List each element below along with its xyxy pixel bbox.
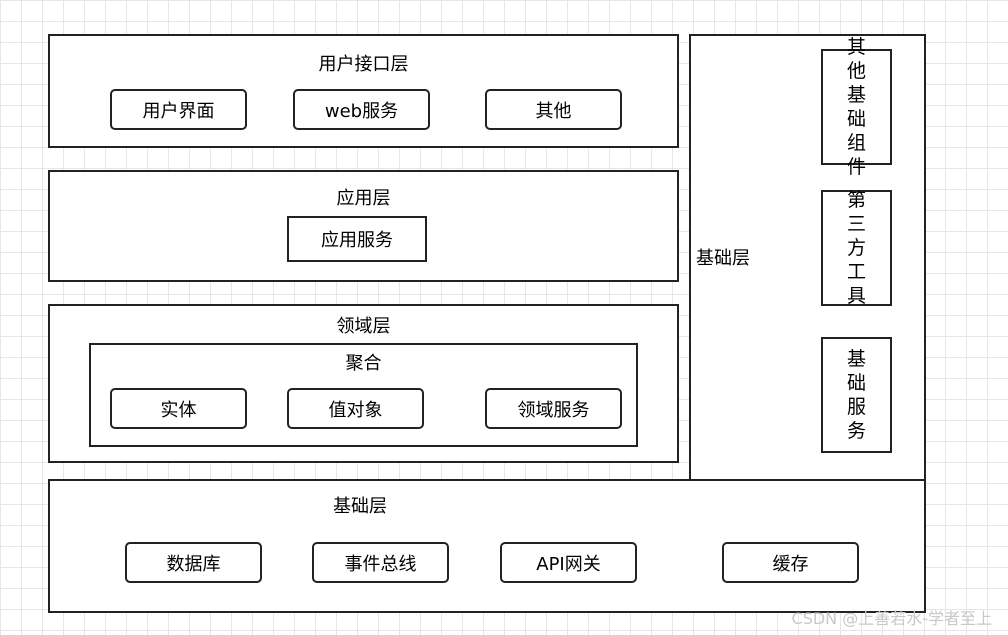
infra-item-basic-services-label: 基础服务 bbox=[846, 348, 866, 442]
infra-item-cache[interactable]: 缓存 bbox=[722, 542, 859, 583]
domain-item-entity[interactable]: 实体 bbox=[110, 388, 247, 429]
ui-item-other[interactable]: 其他 bbox=[485, 89, 622, 130]
infra-item-api-gateway[interactable]: API网关 bbox=[500, 542, 637, 583]
user-interface-layer-title: 用户接口层 bbox=[318, 54, 409, 75]
domain-layer-title: 领域层 bbox=[336, 316, 391, 337]
infra-item-third-party-tools-label: 第三方工具 bbox=[846, 189, 866, 307]
domain-item-domain-service[interactable]: 领域服务 bbox=[485, 388, 622, 429]
infrastructure-bottom-title: 基础层 bbox=[333, 496, 387, 517]
application-layer-title: 应用层 bbox=[336, 188, 391, 209]
infra-item-database[interactable]: 数据库 bbox=[125, 542, 262, 583]
infra-item-basic-services[interactable]: 基础服务 bbox=[821, 337, 892, 453]
ui-item-user-interface[interactable]: 用户界面 bbox=[110, 89, 247, 130]
domain-item-value-object[interactable]: 值对象 bbox=[287, 388, 424, 429]
infra-item-event-bus[interactable]: 事件总线 bbox=[312, 542, 449, 583]
watermark-text: CSDN @上善若水-学者至上 bbox=[791, 609, 992, 628]
infrastructure-right-title: 基础层 bbox=[696, 248, 750, 269]
ui-item-web-service[interactable]: web服务 bbox=[293, 89, 430, 130]
infra-item-other-components-label: 其他基础组件 bbox=[846, 36, 866, 178]
application-service-box[interactable]: 应用服务 bbox=[287, 216, 427, 262]
infra-item-third-party-tools[interactable]: 第三方工具 bbox=[821, 189, 892, 307]
infra-item-other-components[interactable]: 其他基础组件 bbox=[821, 36, 892, 178]
application-layer: 应用层 bbox=[48, 170, 679, 282]
aggregate-title: 聚合 bbox=[345, 353, 382, 374]
